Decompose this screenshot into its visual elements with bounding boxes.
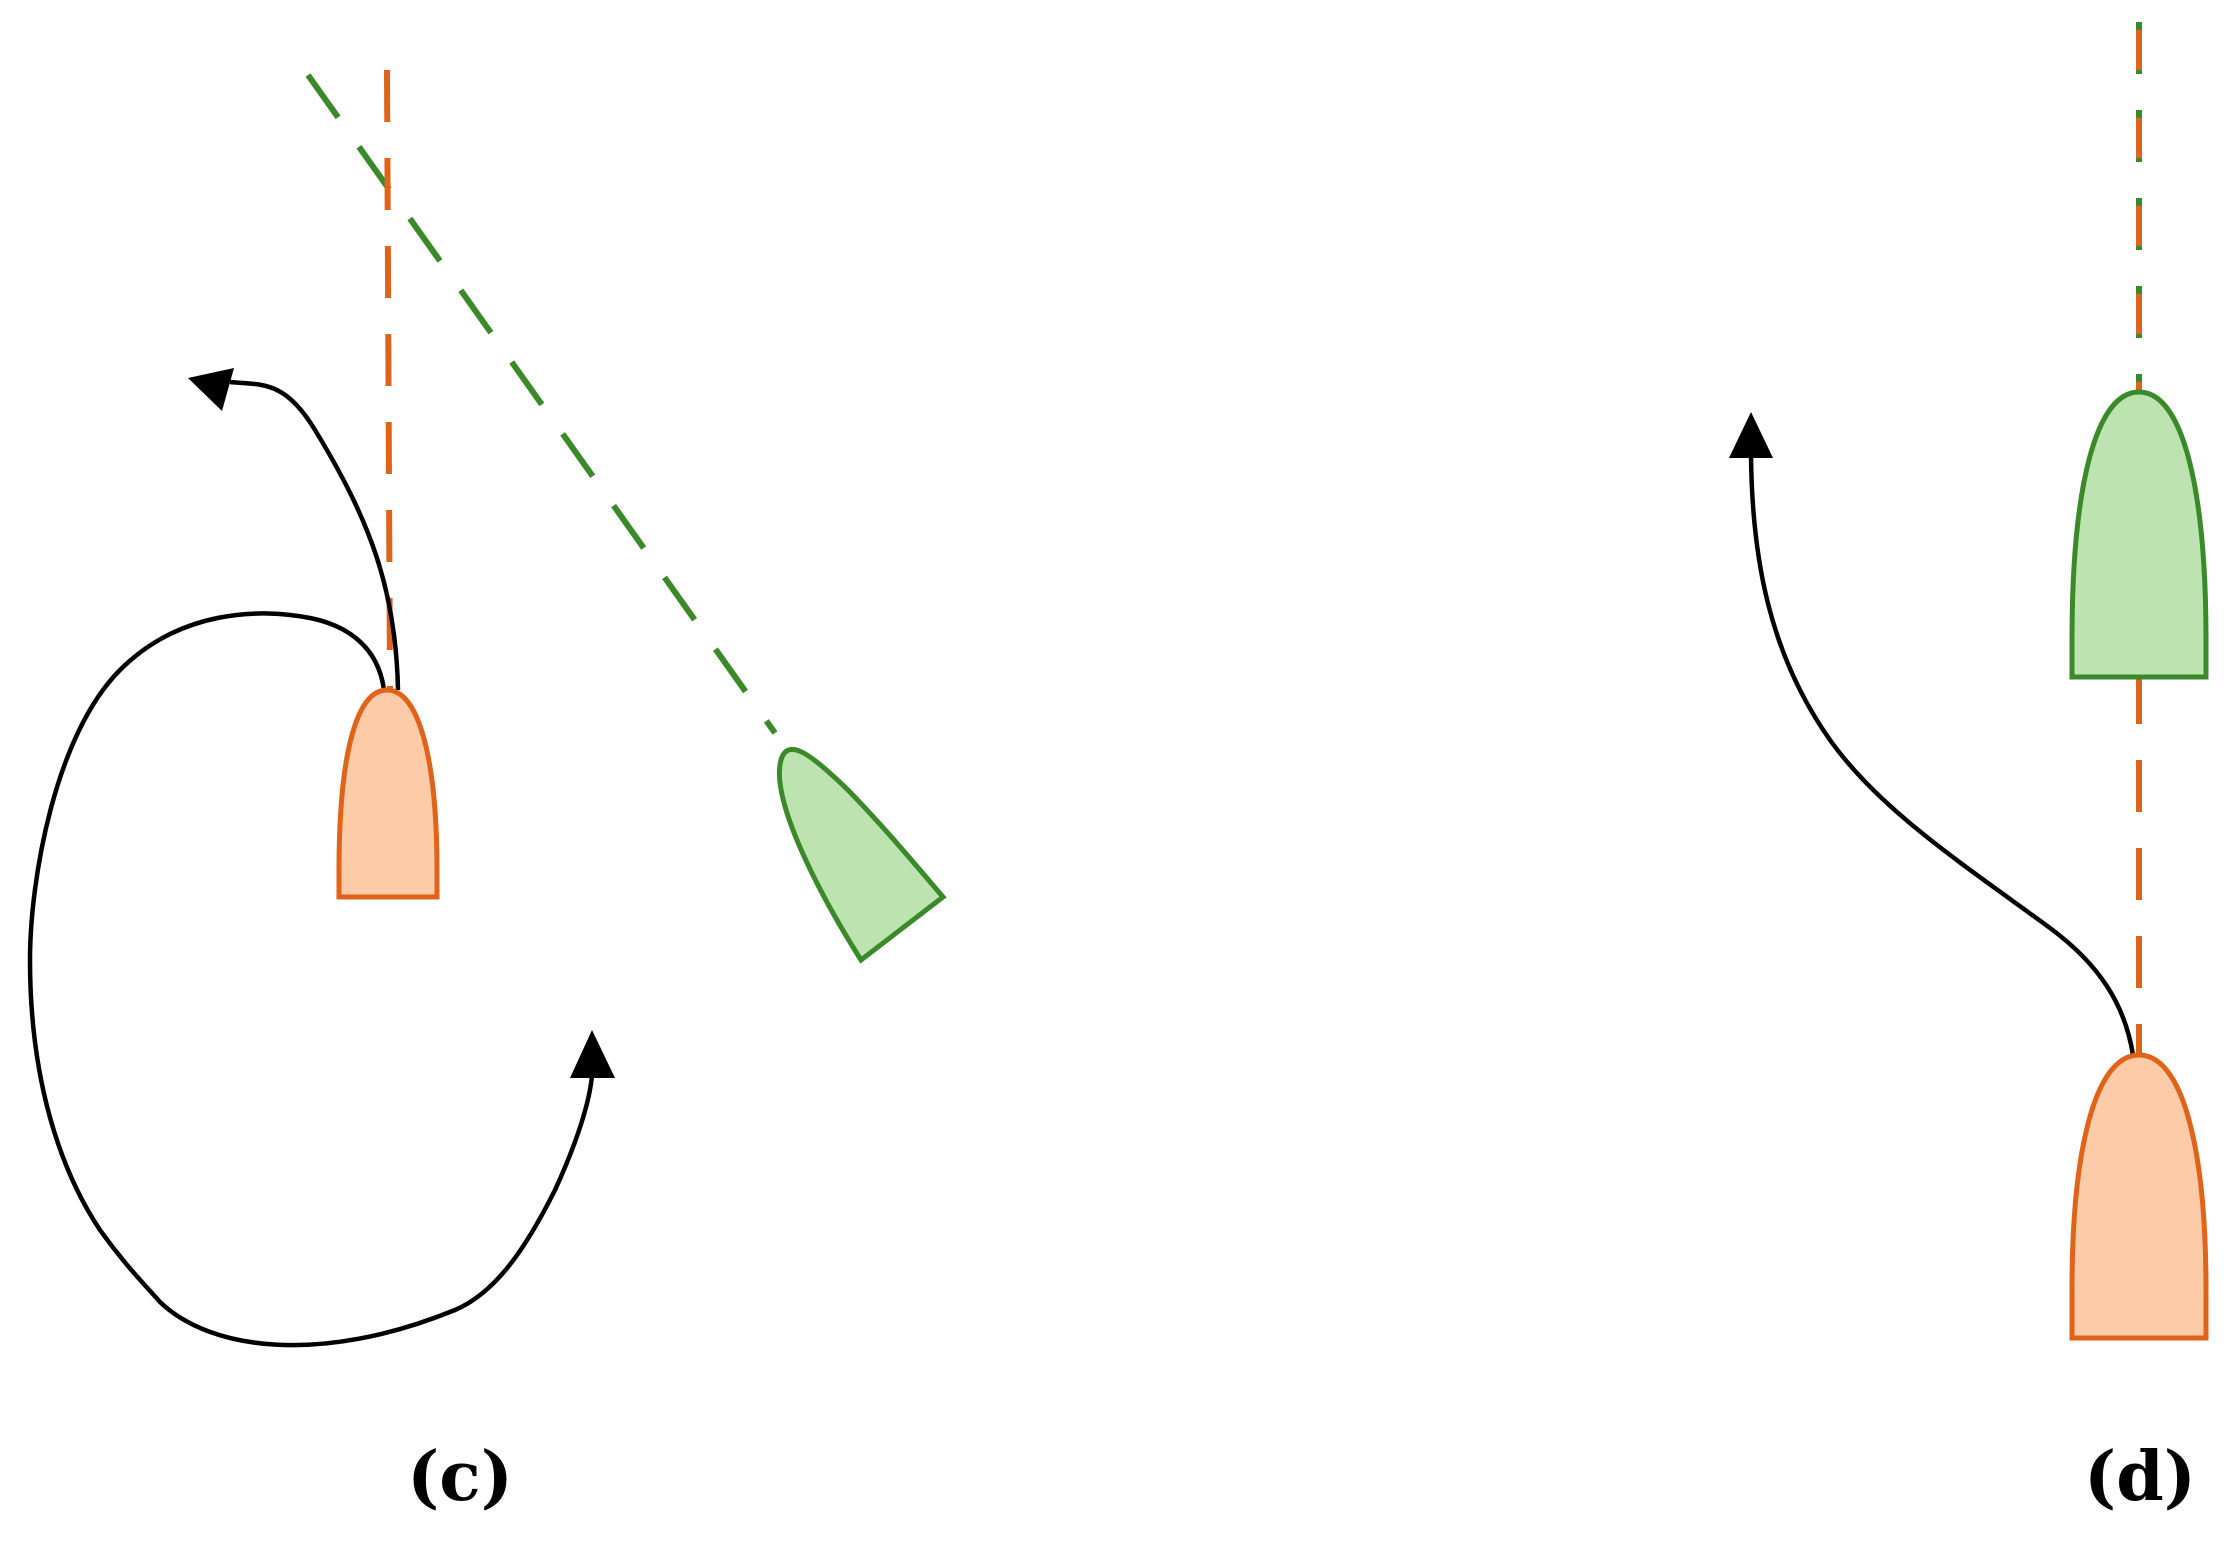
trajectory-turn-left-c	[229, 379, 401, 691]
panel-c: (c)	[27, 69, 947, 1517]
panel-d: (d)	[1729, 22, 2209, 1517]
target-ship-icon-c	[777, 746, 947, 964]
target-ship-icon-d	[2069, 389, 2209, 680]
own-ship-heading-line-c	[384, 69, 393, 689]
arrowhead-icon	[570, 1030, 615, 1078]
trajectory-loop-c	[27, 611, 595, 1348]
target-ship-heading-line-c	[305, 73, 778, 735]
panel-label-d: (d)	[2084, 1437, 2196, 1517]
arrowhead-icon	[1729, 412, 1773, 458]
own-ship-icon-d	[2069, 1052, 2209, 1341]
panel-label-c: (c)	[407, 1437, 513, 1517]
own-ship-icon-c	[336, 687, 440, 900]
arrowhead-icon	[188, 368, 234, 411]
trajectory-d	[1748, 454, 2136, 1056]
